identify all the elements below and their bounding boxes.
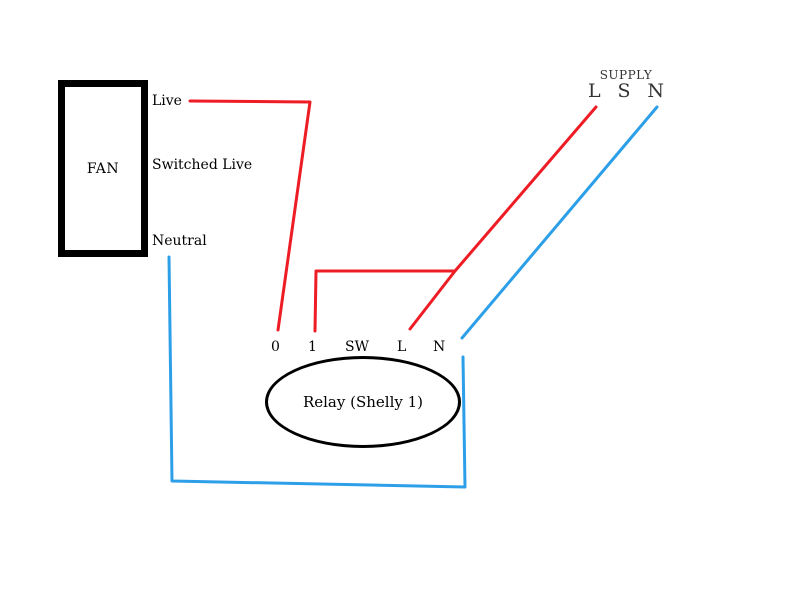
fan-label: FAN xyxy=(86,160,120,177)
wire-relay-n-to-fan-neutral xyxy=(167,255,467,489)
fan-box: FAN xyxy=(58,80,148,257)
wire-junction-to-relay-1 xyxy=(313,269,457,333)
fan-terminal-live-label: Live xyxy=(152,93,182,109)
wire-fan-live-to-relay-0 xyxy=(188,99,312,332)
supply-block: SUPPLY L S N xyxy=(586,68,666,102)
supply-label: SUPPLY xyxy=(599,68,653,82)
relay-ellipse: Relay (Shelly 1) xyxy=(265,356,461,448)
fan-terminal-switched-live-label: Switched Live xyxy=(152,157,253,173)
supply-terminal-s-label: S xyxy=(617,80,631,102)
relay-terminal-l-label: L xyxy=(397,339,407,355)
supply-terminal-l-label: L xyxy=(588,80,601,102)
relay-terminal-n-label: N xyxy=(433,339,446,355)
supply-terminals-row: L S N xyxy=(586,80,666,102)
supply-terminal-n-label: N xyxy=(647,80,664,102)
wire-supply-l-to-relay-l xyxy=(408,105,598,331)
wire-supply-n-to-relay-n xyxy=(460,105,659,340)
relay-terminal-0-label: 0 xyxy=(271,339,280,355)
relay-terminal-1-label: 1 xyxy=(308,339,317,355)
relay-label: Relay (Shelly 1) xyxy=(302,393,424,411)
relay-terminal-sw-label: SW xyxy=(345,339,369,355)
fan-terminal-neutral-label: Neutral xyxy=(152,233,207,249)
